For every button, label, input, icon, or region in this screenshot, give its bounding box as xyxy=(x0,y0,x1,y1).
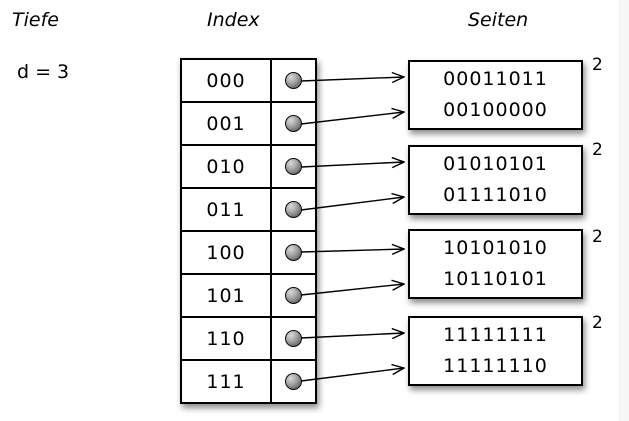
global-depth-value: d = 3 xyxy=(17,61,70,83)
local-depth-label-3: 2 xyxy=(592,227,603,247)
page-value: 01010101 xyxy=(443,153,548,175)
index-row: 001 xyxy=(182,101,315,144)
index-entry-bits: 010 xyxy=(206,155,246,178)
page-box-2: 01010101 01111010 xyxy=(408,145,583,215)
pointer-cell xyxy=(270,60,315,101)
page-value: 00100000 xyxy=(443,99,548,121)
index-row: 111 xyxy=(182,359,315,402)
index-entry-bits: 101 xyxy=(206,284,246,307)
page-box-4: 11111111 11111110 xyxy=(408,316,583,386)
page-value: 10110101 xyxy=(443,268,548,290)
page-value: 10101010 xyxy=(443,237,548,259)
index-entry-bits: 111 xyxy=(206,370,246,393)
index-row: 101 xyxy=(182,273,315,316)
pointer-cell xyxy=(270,146,315,187)
page-value: 11111110 xyxy=(443,355,548,377)
pointer-dot-icon xyxy=(285,201,302,218)
index-row: 011 xyxy=(182,187,315,230)
local-depth-label-1: 2 xyxy=(592,55,603,75)
index-row: 100 xyxy=(182,230,315,273)
local-depth-label-2: 2 xyxy=(592,140,603,160)
right-gutter xyxy=(619,0,629,421)
index-row: 000 xyxy=(182,60,315,101)
page-value: 11111111 xyxy=(443,324,548,346)
pointer-dot-icon xyxy=(285,373,302,390)
local-depth-label-4: 2 xyxy=(592,313,603,333)
pointer-cell xyxy=(270,361,315,402)
page-value: 01111010 xyxy=(443,184,548,206)
pointer-cell xyxy=(270,232,315,273)
index-entry-bits: 110 xyxy=(206,327,246,350)
index-title: Index xyxy=(207,9,260,31)
pointer-dot-icon xyxy=(285,158,302,175)
pointer-dot-icon xyxy=(285,287,302,304)
depth-title: Tiefe xyxy=(12,9,59,31)
pointer-dot-icon xyxy=(285,115,302,132)
index-entry-bits: 100 xyxy=(206,241,246,264)
pointer-cell xyxy=(270,103,315,144)
pointer-cell xyxy=(270,318,315,359)
pointer-cell xyxy=(270,189,315,230)
pages-title: Seiten xyxy=(468,9,529,31)
index-row: 110 xyxy=(182,316,315,359)
page-box-3: 10101010 10110101 xyxy=(408,229,583,299)
page-value: 00011011 xyxy=(443,68,548,90)
index-table: 000 001 010 011 100 101 110 111 xyxy=(180,58,317,404)
page-box-1: 00011011 00100000 xyxy=(408,60,583,130)
index-entry-bits: 000 xyxy=(206,69,246,92)
pointer-dot-icon xyxy=(285,244,302,261)
index-row: 010 xyxy=(182,144,315,187)
pointer-dot-icon xyxy=(285,72,302,89)
index-entry-bits: 011 xyxy=(206,198,246,221)
pointer-dot-icon xyxy=(285,330,302,347)
pointer-cell xyxy=(270,275,315,316)
index-entry-bits: 001 xyxy=(206,112,246,135)
